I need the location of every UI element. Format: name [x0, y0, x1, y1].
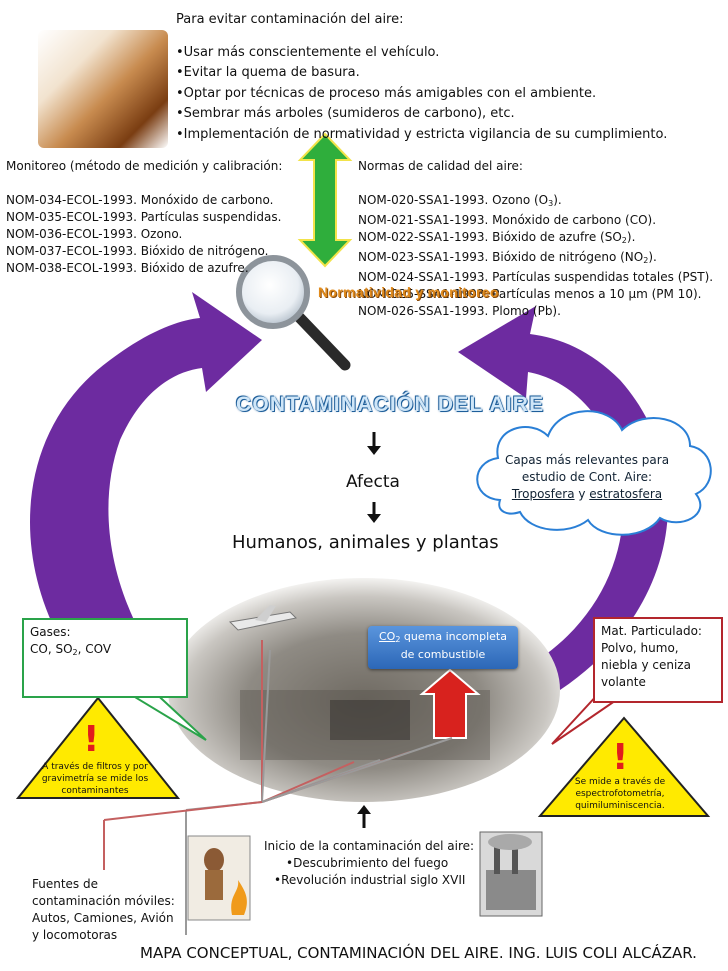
prevention-title: Para evitar contaminación del aire:: [176, 12, 404, 27]
prevention-item: •Optar por técnicas de proceso más amiga…: [176, 85, 597, 101]
filter-gravimetry-text: A través de filtros y por gravimetría se…: [41, 762, 149, 796]
footer-caption: MAPA CONCEPTUAL, CONTAMINACIÓN DEL AIRE.…: [140, 944, 697, 962]
monitoring-list: Monitoreo (método de medición y calibrac…: [6, 158, 282, 277]
prevention-item: •Sembrar más arboles (sumideros de carbo…: [176, 106, 515, 121]
cloud-line-2: estudio de Cont. Aire:: [521, 470, 653, 484]
monitoring-item: NOM-038-ECOL-1993. Bióxido de azufre.: [6, 261, 249, 275]
air-quality-standards-list: Normas de calidad del aire: NOM-020-SSA1…: [358, 158, 713, 320]
warning-exclamation-left: !: [83, 719, 100, 760]
pollution-origin-text: Inicio de la contaminación del aire: •De…: [264, 838, 474, 889]
atmosphere-layers-text: Capas más relevantes para estudio de Con…: [492, 452, 682, 503]
standards-item: NOM-024-SSA1-1993. Partículas suspendida…: [358, 270, 714, 284]
monitoring-item: NOM-034-ECOL-1993. Monóxido de carbono.: [6, 193, 274, 207]
particulate-matter-callout: Mat. Particulado: Polvo, humo, niebla y …: [593, 617, 723, 703]
standards-item: NOM-025-SSA1-1993. Partículas menos a 10…: [358, 287, 702, 301]
gases-callout: Gases: CO, SO2, COV: [22, 618, 188, 698]
gavel-image: [38, 30, 168, 148]
factory-image: [479, 831, 543, 917]
down-arrow-1: [367, 432, 381, 455]
particulate-label: Mat. Particulado:: [601, 624, 702, 638]
cloud-line-1: Capas más relevantes para: [504, 453, 670, 467]
right-cycle-arrow: [458, 306, 668, 690]
regulation-monitoring-title: Normatividad y monitoreo: [318, 284, 499, 300]
gases-list: CO, SO2, COV: [30, 642, 112, 657]
standards-item: NOM-026-SSA1-1993. Plomo (Pb).: [358, 304, 561, 318]
origin-item: •Revolución industrial siglo XVII: [274, 873, 466, 887]
monitoring-item: NOM-035-ECOL-1993. Partículas suspendida…: [6, 210, 282, 224]
gases-label: Gases:: [30, 625, 71, 639]
main-title: CONTAMINACIÓN DEL AIRE: [236, 393, 545, 416]
down-arrow-2: [367, 502, 381, 523]
standards-item: NOM-020-SSA1-1993. Ozono (O3).: [358, 193, 562, 208]
green-double-arrow: [297, 132, 353, 268]
standards-item: NOM-023-SSA1-1993. Bióxido de nitrógeno …: [358, 250, 657, 265]
prevention-list: Para evitar contaminación del aire: •Usa…: [176, 10, 667, 145]
left-cycle-arrow: [30, 292, 262, 695]
standards-item: NOM-021-SSA1-1993. Monóxido de carbono (…: [358, 213, 657, 227]
warning-triangle-left: [15, 696, 181, 799]
standards-item: NOM-022-SSA1-1993. Bióxido de azufre (SO…: [358, 230, 636, 245]
stratosphere-label: estratosfera: [589, 487, 663, 501]
caveman-fire-image: [187, 835, 251, 921]
warning-exclamation-right: !: [612, 737, 629, 778]
magnifying-glass-icon: [236, 255, 351, 371]
affects-label: Afecta: [346, 472, 400, 492]
standards-title: Normas de calidad del aire:: [358, 159, 523, 173]
up-arrow: [357, 805, 371, 828]
co2-combustion-box: CO2 quema incompleta de combustible: [368, 626, 518, 669]
prevention-item: •Usar más conscientemente el vehículo.: [176, 44, 440, 60]
origin-title: Inicio de la contaminación del aire:: [264, 839, 475, 853]
origin-item: •Descubrimiento del fuego: [286, 856, 449, 870]
source-connector-lines: [103, 640, 453, 935]
mobile-sources-text: Fuentes de contaminación móviles: Autos,…: [32, 877, 175, 942]
airplane-icon: [228, 605, 298, 631]
prevention-item: •Implementación de normatividad y estric…: [176, 126, 668, 142]
affected-beings-label: Humanos, animales y plantas: [232, 532, 499, 553]
spectrophotometry-text: Se mide a través de espectrofotometría, …: [574, 777, 666, 811]
prevention-item: •Evitar la quema de basura.: [176, 65, 360, 80]
troposphere-label: Troposfera: [511, 487, 575, 501]
atmosphere-cloud: [476, 410, 712, 536]
monitoring-title: Monitoreo (método de medición y calibrac…: [6, 159, 283, 173]
monitoring-item: NOM-036-ECOL-1993. Ozono.: [6, 227, 183, 241]
warning-triangle-right: [537, 716, 711, 817]
monitoring-item: NOM-037-ECOL-1993. Bióxido de nitrógeno.: [6, 244, 269, 258]
